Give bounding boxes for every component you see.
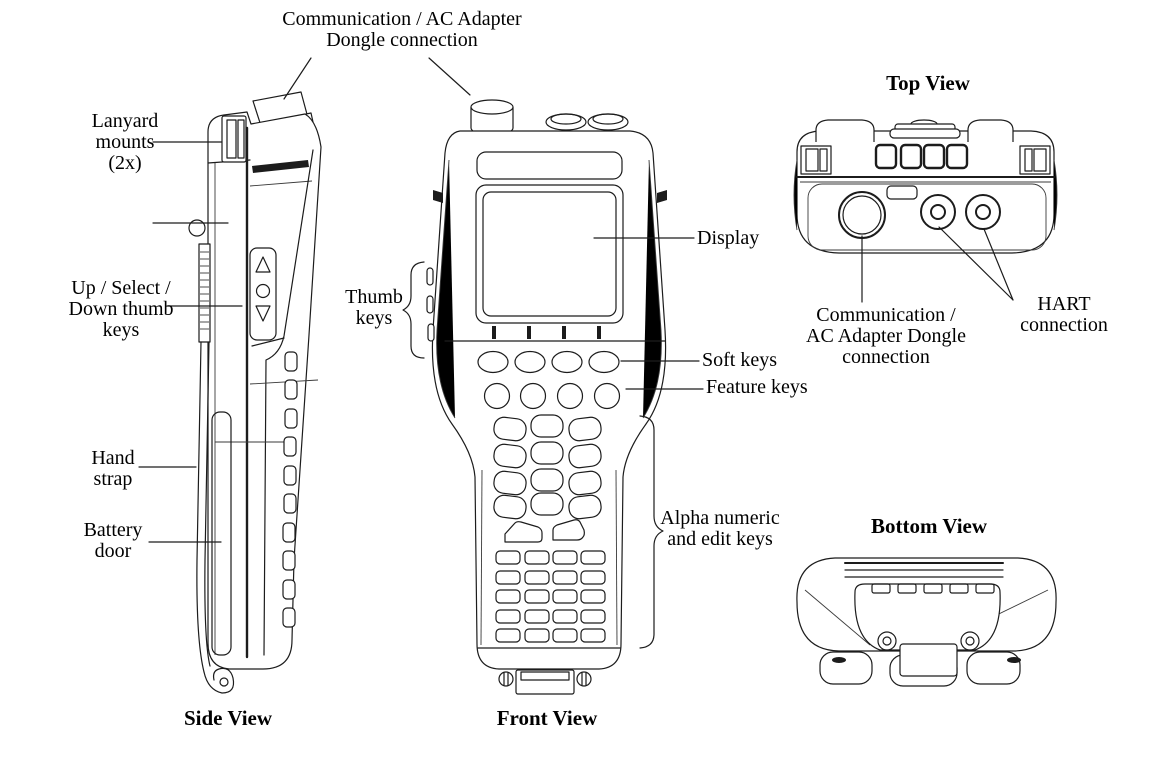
label-battery-door: Battery door <box>83 519 143 562</box>
bottom-bolts <box>877 631 980 651</box>
front-comm-connector <box>470 99 514 136</box>
caption-front-view: Front View <box>496 706 598 730</box>
front-soft-keys <box>477 350 620 374</box>
thumb-up-icon <box>255 256 271 273</box>
thumb-select-icon <box>255 283 271 299</box>
label-hand-strap: Hand strap <box>91 447 135 490</box>
label-soft-keys: Soft keys <box>702 349 777 371</box>
bottom-strap-clip <box>899 643 958 677</box>
side-key-bumps <box>282 351 298 628</box>
caption-bottom-view: Bottom View <box>870 514 988 538</box>
label-thumb-keys: Thumb keys <box>345 286 403 329</box>
front-softkey-ticks <box>492 326 601 339</box>
side-battery-door <box>211 411 232 656</box>
front-display <box>475 184 624 324</box>
label-thumb-rocker-keys: Up / Select / Down thumb keys <box>68 277 174 341</box>
bottom-tabs <box>871 583 995 594</box>
leader-lines <box>138 57 1014 543</box>
front-edit-keys <box>495 550 606 643</box>
label-lanyard-mounts: Lanyard mounts (2x) <box>91 110 159 174</box>
bottom-view-drawing <box>796 557 1057 687</box>
top-key-row <box>874 143 969 170</box>
front-bottom-connector <box>498 669 592 695</box>
label-comm-ac-adapter-dongle: Communication / AC Adapter Dongle connec… <box>282 8 522 51</box>
side-view-drawing <box>188 91 322 694</box>
front-keypad <box>493 414 606 643</box>
front-view-drawing <box>426 99 667 695</box>
top-view-drawing <box>793 119 1058 254</box>
label-comm-dongle-top-view: Communication / AC Adapter Dongle connec… <box>806 304 966 368</box>
brace-thumb-keys <box>402 261 425 359</box>
side-thumb-rocker <box>249 247 277 341</box>
front-feature-keys <box>483 382 621 410</box>
label-hart-connection: HART connection <box>1020 293 1108 336</box>
side-hand-strap <box>188 219 235 694</box>
top-lanyard-brackets <box>800 145 1051 175</box>
label-alpha-numeric-keys: Alpha numeric and edit keys <box>660 507 780 550</box>
label-display: Display <box>697 227 760 249</box>
caption-top-view: Top View <box>886 71 970 95</box>
front-top-buttons <box>545 113 629 131</box>
top-hart-connectors <box>920 194 1001 230</box>
top-comm-connector <box>838 191 886 239</box>
caption-side-view: Side View <box>183 706 273 730</box>
side-lanyard-mount <box>221 115 247 163</box>
front-thumb-key-bumps <box>426 267 435 342</box>
brace-alpha-keys <box>639 415 664 649</box>
thumb-down-icon <box>255 305 271 322</box>
label-feature-keys: Feature keys <box>706 376 808 398</box>
